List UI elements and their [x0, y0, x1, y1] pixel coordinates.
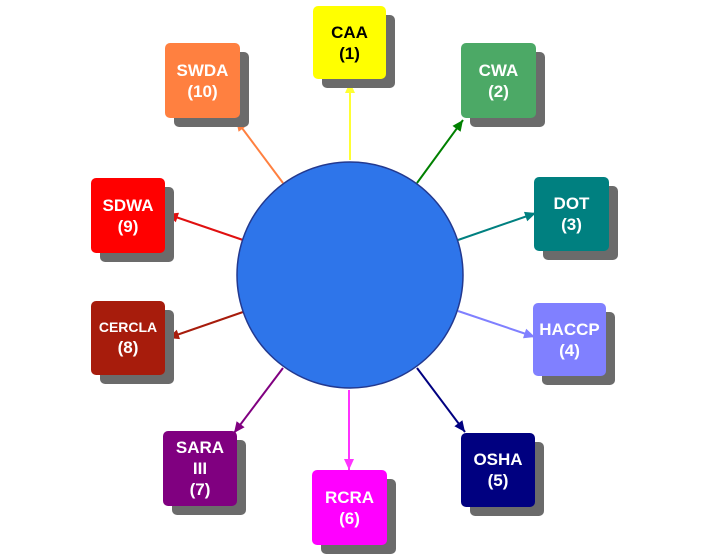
node-sara[interactable]: SARA III (7) — [163, 431, 237, 506]
node-caa[interactable]: CAA (1) — [313, 6, 386, 79]
arrow-line-dot — [457, 212, 537, 241]
node-number: (5) — [487, 471, 509, 490]
node-label: CAA — [331, 22, 368, 42]
node-number: (6) — [339, 508, 360, 528]
arrow-line-swda — [235, 119, 284, 184]
node-label: SWDA — [176, 60, 229, 80]
arrow-head-sdwa — [167, 212, 179, 223]
node-dot[interactable]: DOT (3) — [534, 177, 609, 251]
node-label: OSHA — [473, 450, 523, 469]
arrow-head-dot — [524, 211, 536, 222]
arrow-head-osha — [454, 420, 465, 432]
node-label: RCRA — [324, 487, 375, 507]
node-number: (3) — [561, 215, 582, 234]
node-label: HACCP — [539, 319, 600, 339]
node-label: DOT — [553, 194, 590, 213]
node-osha[interactable]: OSHA (5) — [461, 433, 535, 507]
node-number: (10) — [187, 81, 218, 101]
arrow-line-haccp — [457, 310, 536, 338]
node-label: SDWA — [102, 195, 154, 215]
node-cwa[interactable]: CWA (2) — [461, 43, 536, 118]
hub-circle — [236, 161, 464, 389]
arrow-line-cwa — [416, 119, 464, 184]
arrow-head-caa — [345, 82, 355, 93]
arrow-line-sdwa — [166, 213, 244, 241]
node-number: (2) — [488, 81, 509, 101]
node-label: SARA III — [175, 438, 225, 478]
arrow-head-cercla — [168, 329, 180, 340]
arrow-head-rcra — [344, 459, 354, 470]
node-number: (7) — [189, 480, 211, 499]
arrow-head-haccp — [523, 328, 535, 339]
node-cercla[interactable]: CERCLA (8) — [91, 301, 165, 375]
node-label: CERCLA — [98, 319, 158, 335]
node-rcra[interactable]: RCRA (6) — [312, 470, 387, 545]
node-number: (4) — [559, 340, 580, 360]
arrow-head-swda — [236, 120, 247, 132]
node-sdwa[interactable]: SDWA (9) — [91, 178, 165, 253]
node-number: (1) — [339, 43, 360, 63]
node-swda[interactable]: SWDA (10) — [165, 43, 240, 118]
node-number: (8) — [117, 338, 139, 357]
arrow-head-cwa — [452, 120, 463, 132]
arrows-layer — [166, 82, 537, 470]
node-number: (9) — [117, 216, 139, 236]
arrow-line-cercla — [167, 311, 244, 339]
arrow-line-osha — [416, 367, 466, 433]
node-haccp[interactable]: HACCP (4) — [533, 303, 606, 376]
arrow-head-sara — [234, 421, 245, 433]
node-label: CWA — [478, 60, 519, 80]
arrow-line-sara — [233, 367, 284, 434]
